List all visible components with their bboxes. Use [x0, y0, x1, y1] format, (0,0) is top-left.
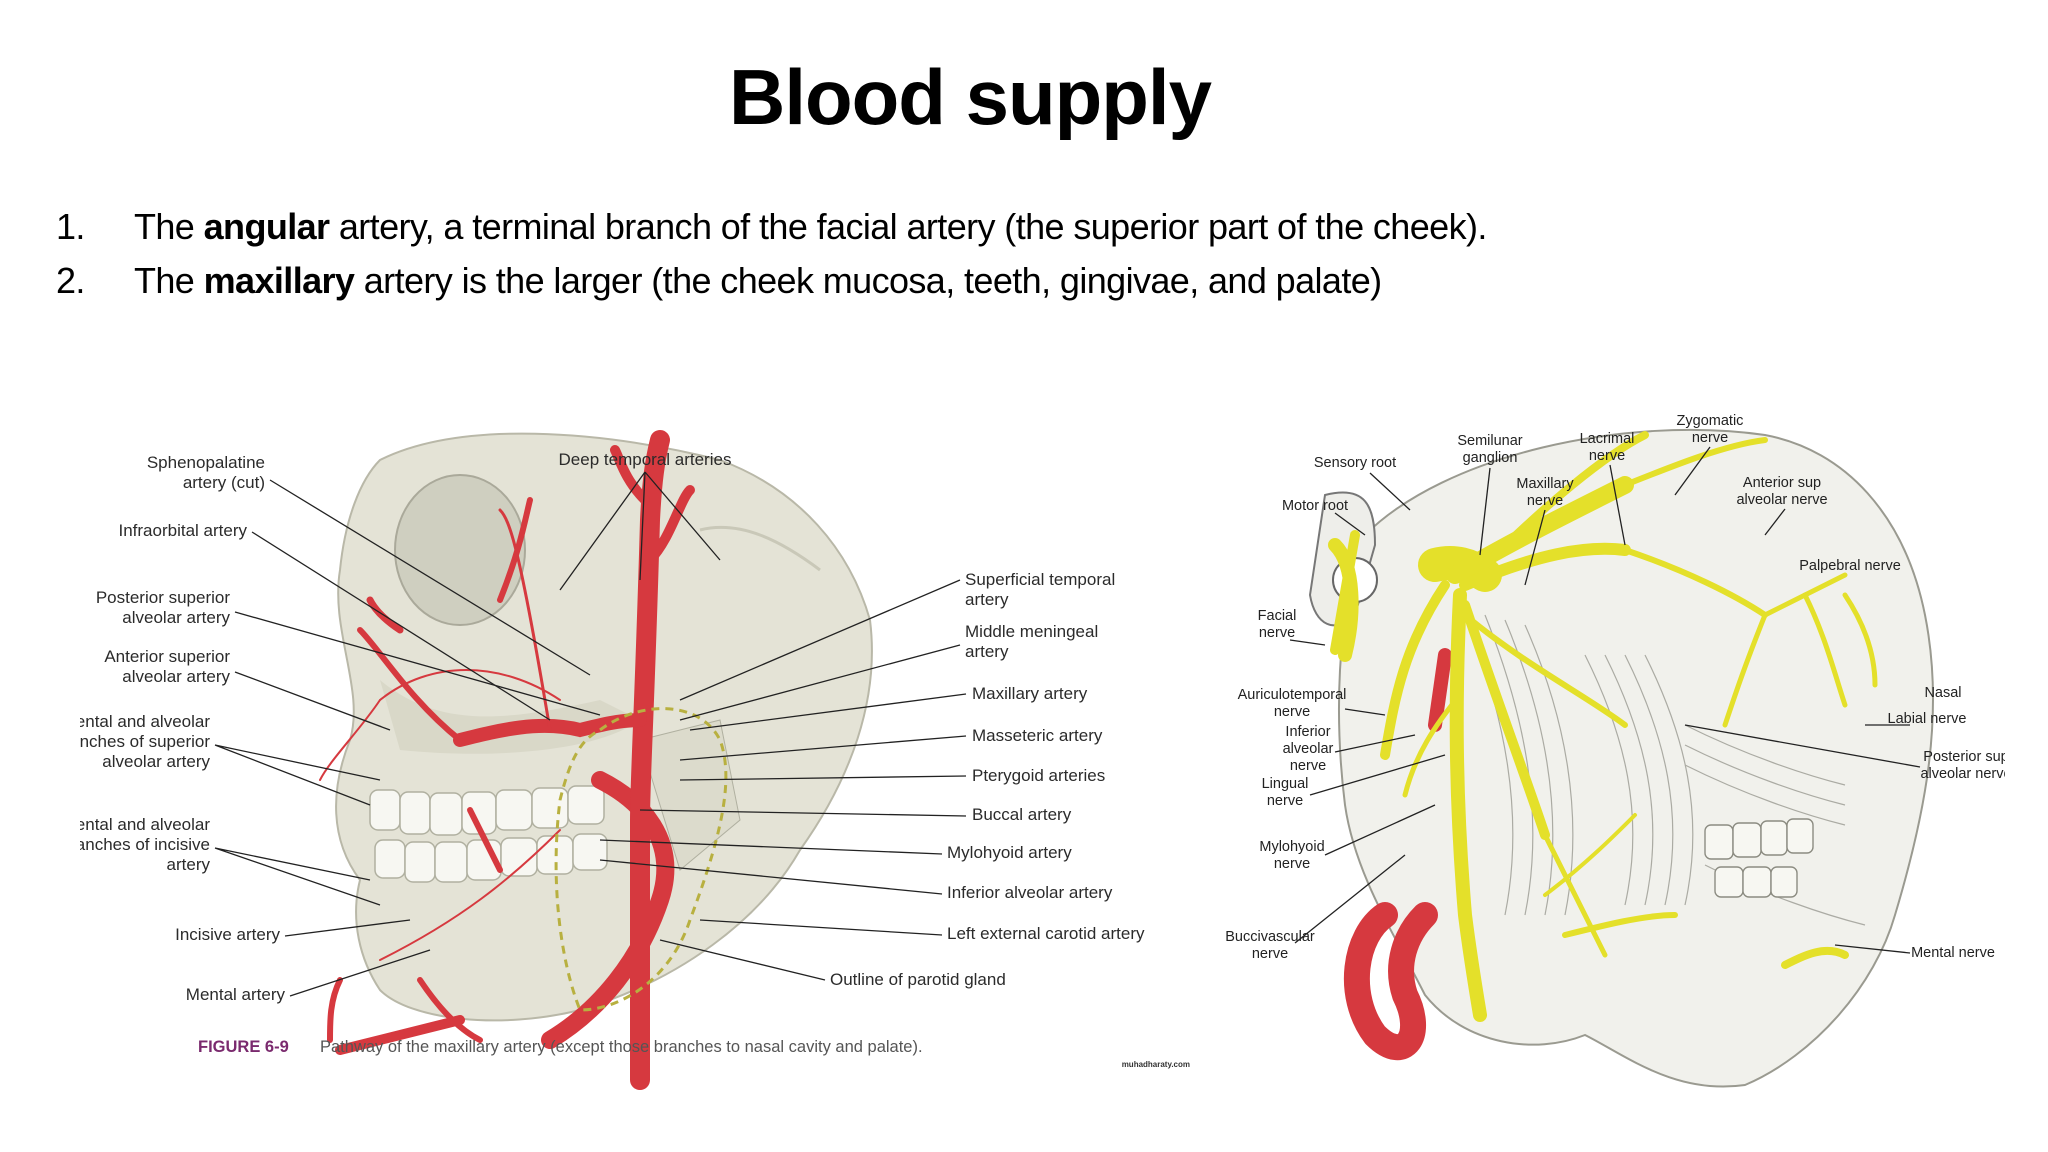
nerve-labels: Sensory root Motor root Semilunar gangli… — [1225, 413, 2005, 962]
label-left-ext-carotid: Left external carotid artery — [947, 924, 1145, 943]
label-dental-incisive-3: artery — [167, 855, 211, 874]
label-motor-root: Motor root — [1282, 498, 1348, 514]
artery-segment — [1343, 902, 1438, 1061]
label-mylohyoid-artery: Mylohyoid artery — [947, 843, 1072, 862]
label-post-sup-alveolar-2: alveolar artery — [122, 608, 230, 627]
label-masseteric: Masseteric artery — [972, 726, 1103, 745]
label-maxillary-nerve-2: nerve — [1527, 493, 1563, 509]
bullet-text: The angular artery, a terminal branch of… — [134, 200, 1487, 254]
label-post-sup-alveolar: Posterior superior — [96, 588, 231, 607]
label-auriculotemporal-nerve-2: nerve — [1274, 704, 1310, 720]
label-sphenopalatine-2: artery (cut) — [183, 473, 265, 492]
label-ant-sup-alveolar: Anterior superior — [104, 647, 230, 666]
label-facial-nerve-2: nerve — [1259, 625, 1295, 641]
label-dental-sup: Dental and alveolar — [80, 712, 210, 731]
bullet-number: 2. — [56, 260, 85, 301]
label-lingual-nerve: Lingual — [1262, 776, 1309, 792]
label-sup-temporal-2: artery — [965, 590, 1009, 609]
label-post-sup-alveolar-nerve: Posterior sup — [1923, 749, 2005, 765]
bullet-text-pre: The — [134, 260, 204, 301]
label-pterygoid: Pterygoid arteries — [972, 766, 1105, 785]
label-sup-temporal: Superficial temporal — [965, 570, 1115, 589]
label-inf-alveolar-nerve-3: nerve — [1290, 758, 1326, 774]
figure-number: FIGURE 6-9 — [198, 1038, 289, 1056]
bullet-text-post: artery, a terminal branch of the facial … — [329, 206, 1488, 247]
bullet-text-post: artery is the larger (the cheek mucosa, … — [354, 260, 1382, 301]
slide-title: Blood supply — [729, 53, 1212, 141]
label-lingual-nerve-2: nerve — [1267, 793, 1303, 809]
label-dental-incisive: Dental and alveolar — [80, 815, 210, 834]
label-mid-meningeal-2: artery — [965, 642, 1009, 661]
trigeminal-nerve-figure: Sensory root Motor root Semilunar gangli… — [1225, 413, 2005, 1088]
label-ant-sup-alveolar-nerve: Anterior sup — [1743, 475, 1821, 491]
label-palpebral-nerve: Palpebral nerve — [1799, 558, 1901, 574]
figure-caption: Pathway of the maxillary artery (except … — [320, 1038, 923, 1056]
label-post-sup-alveolar-nerve-2: alveolar nerve — [1920, 766, 2005, 782]
bullet-list: 1. The angular artery, a terminal branch… — [56, 200, 1487, 308]
label-lacrimal-nerve-2: nerve — [1589, 448, 1625, 464]
parotid-outline — [554, 707, 728, 1012]
artery-network — [319, 430, 695, 1090]
bullet-number: 1. — [56, 206, 85, 247]
label-zygomatic-nerve-2: nerve — [1692, 430, 1728, 446]
label-mid-meningeal: Middle meningeal — [965, 622, 1098, 641]
label-ant-sup-alveolar-2: alveolar artery — [122, 667, 230, 686]
label-buccivascular-nerve: Buccivascular — [1225, 929, 1315, 945]
label-infraorbital: Infraorbital artery — [119, 521, 248, 540]
label-inf-alveolar: Inferior alveolar artery — [947, 883, 1113, 902]
label-dental-sup-2: branches of superior — [80, 732, 210, 751]
watermark: muhadharaty.com — [1122, 1060, 1190, 1069]
bullet-text: The maxillary artery is the larger (the … — [134, 254, 1382, 308]
nerve-network — [1328, 431, 1878, 1022]
nerve-leader-lines — [1289, 446, 1921, 954]
bullet-item-angular: 1. The angular artery, a terminal branch… — [56, 200, 1487, 254]
label-incisive: Incisive artery — [175, 925, 280, 944]
label-mental-artery: Mental artery — [186, 985, 286, 1004]
label-nasal-nerve: Nasal — [1924, 685, 1961, 701]
artery-segment-upper — [1428, 648, 1452, 732]
label-inf-alveolar-nerve: Inferior — [1285, 724, 1330, 740]
label-mental-nerve: Mental nerve — [1911, 945, 1995, 961]
label-zygomatic-nerve: Zygomatic — [1677, 413, 1744, 429]
label-dental-incisive-2: branches of incisive — [80, 835, 210, 854]
label-mylohyoid-nerve: Mylohyoid — [1259, 839, 1324, 855]
skull-illustration-right — [1308, 428, 1935, 1088]
label-buccivascular-nerve-2: nerve — [1252, 946, 1288, 962]
label-dental-sup-3: alveolar artery — [102, 752, 210, 771]
maxillary-artery-figure: Sphenopalatine artery (cut) Infraorbital… — [80, 430, 1190, 1090]
label-labial-nerve: Labial nerve — [1888, 711, 1967, 727]
label-lacrimal-nerve: Lacrimal — [1580, 431, 1635, 447]
bullet-item-maxillary: 2. The maxillary artery is the larger (t… — [56, 254, 1487, 308]
label-maxillary-nerve: Maxillary — [1516, 476, 1574, 492]
label-parotid: Outline of parotid gland — [830, 970, 1006, 989]
leader-lines — [214, 471, 967, 997]
label-semilunar-ganglion: Semilunar — [1457, 433, 1522, 449]
label-maxillary-artery: Maxillary artery — [972, 684, 1088, 703]
bullet-text-pre: The — [134, 206, 204, 247]
label-sensory-root: Sensory root — [1314, 455, 1396, 471]
label-mylohyoid-nerve-2: nerve — [1274, 856, 1310, 872]
label-inf-alveolar-nerve-2: alveolar — [1283, 741, 1334, 757]
label-auriculotemporal-nerve: Auriculotemporal — [1238, 687, 1347, 703]
label-facial-nerve: Facial — [1258, 608, 1297, 624]
label-semilunar-ganglion-2: ganglion — [1463, 450, 1518, 466]
label-sphenopalatine: Sphenopalatine — [147, 453, 265, 472]
bullet-text-bold: maxillary — [203, 260, 355, 301]
label-deep-temporal: Deep temporal arteries — [559, 450, 732, 469]
bullet-text-bold: angular — [203, 206, 330, 247]
label-ant-sup-alveolar-nerve-2: alveolar nerve — [1736, 492, 1827, 508]
label-buccal: Buccal artery — [972, 805, 1072, 824]
